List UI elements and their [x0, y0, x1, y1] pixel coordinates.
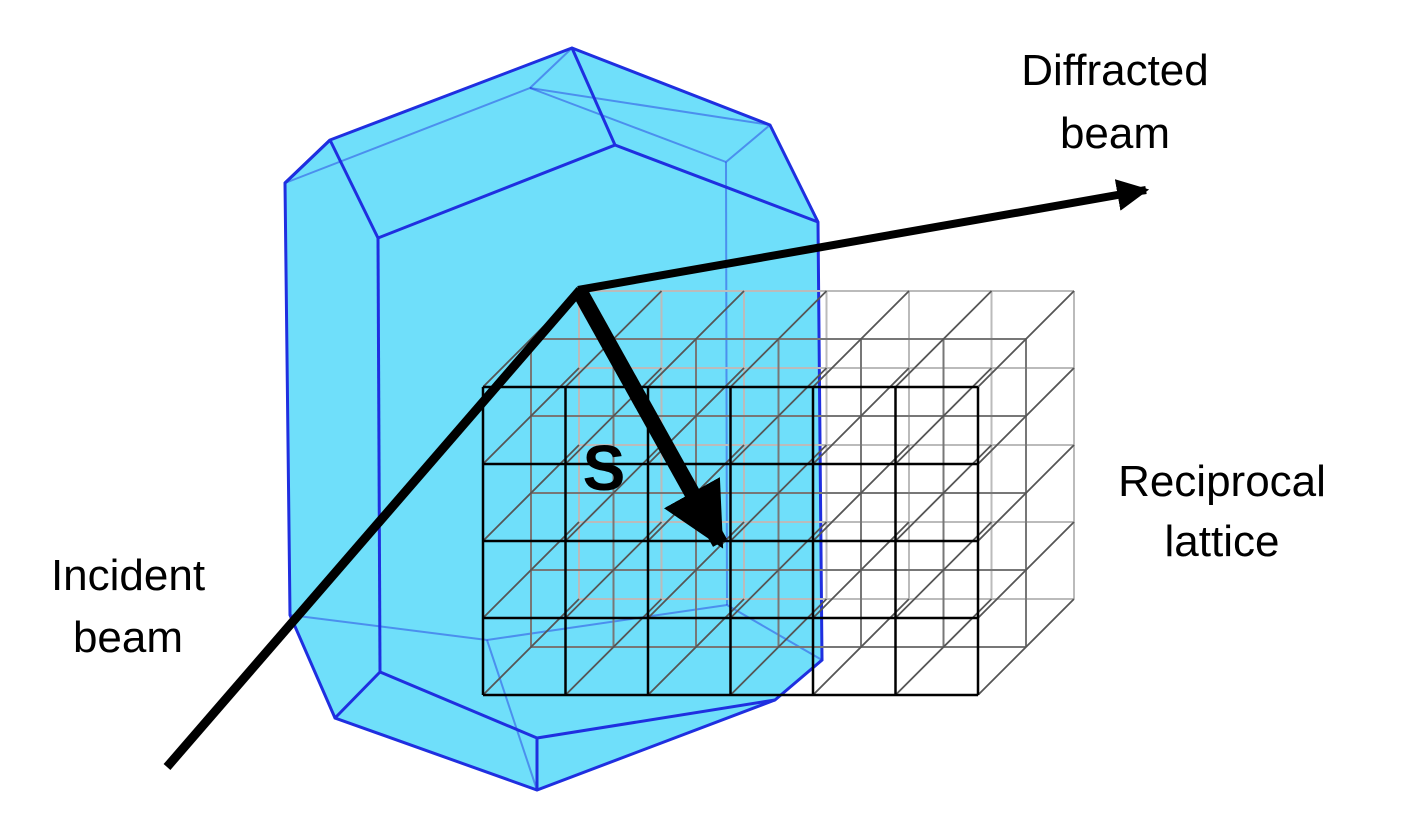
lattice-depth-line — [564, 367, 663, 465]
lattice-depth-line — [564, 444, 663, 542]
lattice-depth-line — [977, 521, 1075, 619]
lattice-depth-line — [894, 444, 993, 542]
lattice-depth-line — [977, 367, 1075, 465]
vector-s-label: S — [583, 432, 626, 504]
lattice-depth-line — [729, 521, 828, 619]
lattice-depth-line — [812, 367, 910, 465]
crystal-facet-edges — [283, 47, 819, 790]
reciprocal-lattice-label-line1: Reciprocal — [1118, 457, 1326, 506]
lattice-depth-line — [564, 598, 663, 696]
incident-beam-label-line2: beam — [73, 613, 183, 662]
scattering-vector-s-arrow — [573, 288, 727, 549]
lattice-depth-line — [729, 444, 828, 542]
lattice-depth-line — [977, 444, 1075, 542]
lattice-depth-line — [647, 521, 745, 619]
lattice-depth-line — [812, 521, 910, 619]
lattice-depth-line — [894, 290, 993, 388]
lattice-depth-line — [894, 367, 993, 465]
lattice-depth-line — [977, 598, 1075, 696]
reciprocal-lattice-front — [481, 385, 980, 697]
incident-beam-label-line1: Incident — [51, 551, 205, 600]
lattice-depth-line — [482, 598, 580, 696]
lattice-depth-line — [894, 521, 993, 619]
diffracted-beam-label-line2: beam — [1060, 109, 1170, 158]
lattice-depth-line — [482, 521, 580, 619]
crystal-back-edges — [284, 47, 823, 791]
lattice-depth-line — [977, 290, 1075, 388]
lattice-depth-line — [482, 444, 580, 542]
crystal — [283, 46, 824, 792]
crystal-body — [283, 46, 824, 792]
lattice-depth-line — [812, 598, 910, 696]
lattice-depth-line — [729, 290, 828, 388]
lattice-depth-line — [564, 521, 663, 619]
lattice-depth-line — [729, 367, 828, 465]
reciprocal-lattice-label-line2: lattice — [1165, 517, 1280, 566]
lattice-depth-line — [482, 367, 580, 465]
diffracted-beam-label-line1: Diffracted — [1021, 46, 1209, 95]
incident-beam-line — [163, 287, 584, 770]
lattice-depth-line — [729, 598, 828, 696]
lattice-depth-line — [812, 444, 910, 542]
lattice-depth-line — [812, 290, 910, 388]
lattice-depth-line — [647, 290, 745, 388]
lattice-depth-line — [647, 598, 745, 696]
lattice-depth-line — [894, 598, 993, 696]
reciprocal-lattice-depth — [482, 290, 1075, 696]
diffracted-beam-arrow — [577, 179, 1150, 294]
